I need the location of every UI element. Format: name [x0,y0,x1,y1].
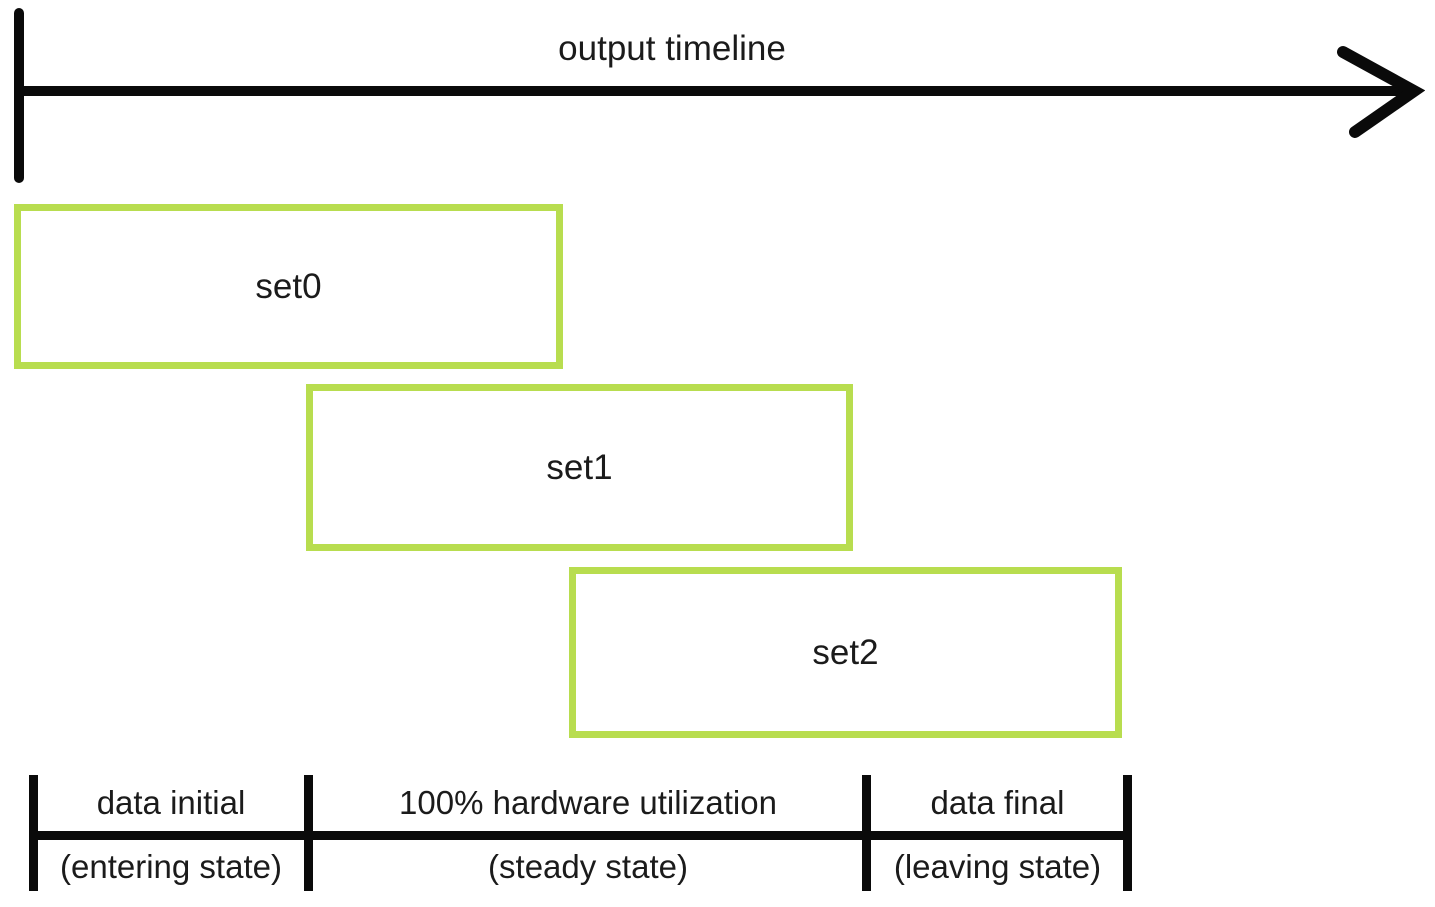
phase-title-data-initial: data initial [96,784,246,821]
phase-tick-start [29,775,38,891]
arrow-right-icon [1337,46,1425,138]
set0-label: set0 [255,266,322,306]
set2-box: set2 [569,567,1122,738]
set1-label: set1 [546,447,613,487]
timeline-axis-line [14,86,1414,96]
phase-tick-steady-leave [862,775,871,891]
phase-subtitle-steady-state: (steady state) [488,848,688,885]
set0-box: set0 [14,204,563,369]
phase-title-data-final: data final [930,784,1065,821]
phase-title-hardware-utilization: 100% hardware utilization [399,784,777,821]
phase-axis-line [29,831,1132,840]
phase-tick-end [1123,775,1132,891]
set1-box: set1 [306,384,853,551]
set2-label: set2 [812,632,879,672]
timeline-title: output timeline [558,29,786,68]
phase-subtitle-entering-state: (entering state) [60,848,282,885]
phase-subtitle-leaving-state: (leaving state) [893,848,1102,885]
phase-tick-enter-steady [304,775,313,891]
